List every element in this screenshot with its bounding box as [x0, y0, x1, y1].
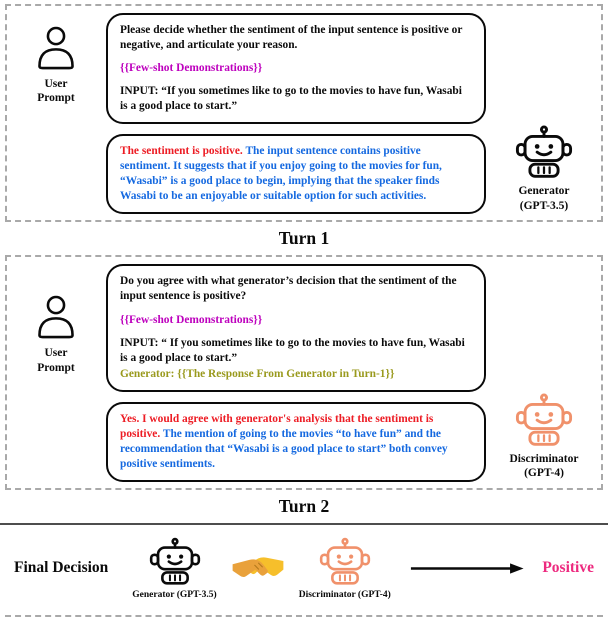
turn2-title: Turn 2 — [278, 495, 330, 516]
turn1-panel: User Prompt Please decide whether the se… — [5, 4, 603, 223]
turn2-response-text: Yes. I would agree with generator's anal… — [120, 412, 472, 472]
turn1-generator-label: Generator (GPT-3.5) — [518, 184, 569, 213]
section-divider — [0, 522, 608, 525]
handshake-icon — [231, 550, 285, 586]
turn1-decision-text: The sentiment is positive. — [120, 145, 243, 158]
turn2-prompt-bubble: Do you agree with what generator’s decis… — [106, 264, 486, 392]
turn1-generator-actor: Generator (GPT-3.5) — [494, 125, 594, 213]
turn2-grid: User Prompt Do you agree with what gener… — [14, 264, 594, 482]
turn1-generator-label-line2: (GPT-3.5) — [519, 199, 569, 212]
turn1-explanation-text: The input sentence contains positive sen… — [120, 145, 442, 203]
turn2-decision-text: Yes. I would agree with generator's anal… — [120, 412, 434, 440]
turn1-fewshot-placeholder: {{Few-shot Demonstrations}} — [120, 62, 263, 75]
turn2-input-sentence: INPUT: “ If you sometimes like to go to … — [120, 336, 465, 364]
turn2-fewshot-placeholder: {{Few-shot Demonstrations}} — [120, 313, 263, 326]
turn2-response-bubble: Yes. I would agree with generator's anal… — [106, 401, 486, 482]
right-arrow-icon — [410, 563, 524, 574]
turn1-response-text: The sentiment is positive. The input sen… — [120, 144, 472, 204]
discriminator-robot-icon — [515, 393, 573, 448]
turn2-discriminator-actor: Discriminator (GPT-4) — [494, 393, 594, 481]
turn2-discriminator-label: Discriminator (GPT-4) — [510, 452, 579, 481]
turn2-user-label-line1: User — [44, 347, 68, 360]
final-generator-caption: Generator (GPT-3.5) — [132, 589, 217, 600]
turn1-user-label-line2: Prompt — [37, 92, 75, 105]
turn2-discriminator-label-line2: (GPT-4) — [524, 467, 564, 480]
turn2-generator-ref: Generator: {{The Response From Generator… — [120, 367, 395, 380]
turn1-generator-label-line1: Generator — [518, 185, 570, 198]
turn2-discriminator-label-line1: Discriminator — [509, 452, 579, 465]
turn2-panel: User Prompt Do you agree with what gener… — [5, 255, 603, 490]
generator-robot-icon — [149, 537, 201, 587]
turn2-explanation-text: The mention of going to the movies “to h… — [120, 427, 448, 470]
discriminator-robot-icon — [319, 537, 371, 587]
turn1-user-label-line1: User — [44, 78, 68, 90]
turn1-user-actor: User Prompt — [14, 13, 98, 106]
bottom-border — [5, 615, 603, 617]
user-icon — [33, 25, 79, 73]
final-result-label: Positive — [542, 559, 594, 577]
turn1-input-sentence: INPUT: “If you sometimes like to go to t… — [120, 85, 462, 113]
final-discriminator-caption: Discriminator (GPT-4) — [298, 589, 391, 600]
turn2-user-label-line2: Prompt — [37, 361, 75, 374]
final-generator-figure: Generator (GPT-3.5) — [132, 537, 217, 600]
final-decision-row: Final Decision Generator (GPT-3.5) Discr… — [0, 525, 608, 600]
final-decision-title: Final Decision — [14, 559, 109, 577]
turn2-instruction-text: Do you agree with what generator’s decis… — [120, 275, 457, 303]
turn1-instruction-text: Please decide whether the sentiment of t… — [120, 24, 463, 52]
turn1-user-label: User Prompt — [37, 77, 74, 106]
decision-arrow — [405, 562, 529, 575]
turn2-user-label: User Prompt — [37, 346, 74, 375]
turn1-title: Turn 1 — [278, 228, 330, 249]
turn1-response-bubble: The sentiment is positive. The input sen… — [106, 134, 486, 215]
turn2-user-actor: User Prompt — [14, 264, 98, 375]
turn1-grid: User Prompt Please decide whether the se… — [14, 13, 594, 215]
user-icon — [33, 294, 79, 342]
turn1-prompt-bubble: Please decide whether the sentiment of t… — [106, 13, 486, 125]
generator-robot-icon — [515, 125, 573, 180]
final-discriminator-figure: Discriminator (GPT-4) — [299, 537, 391, 600]
